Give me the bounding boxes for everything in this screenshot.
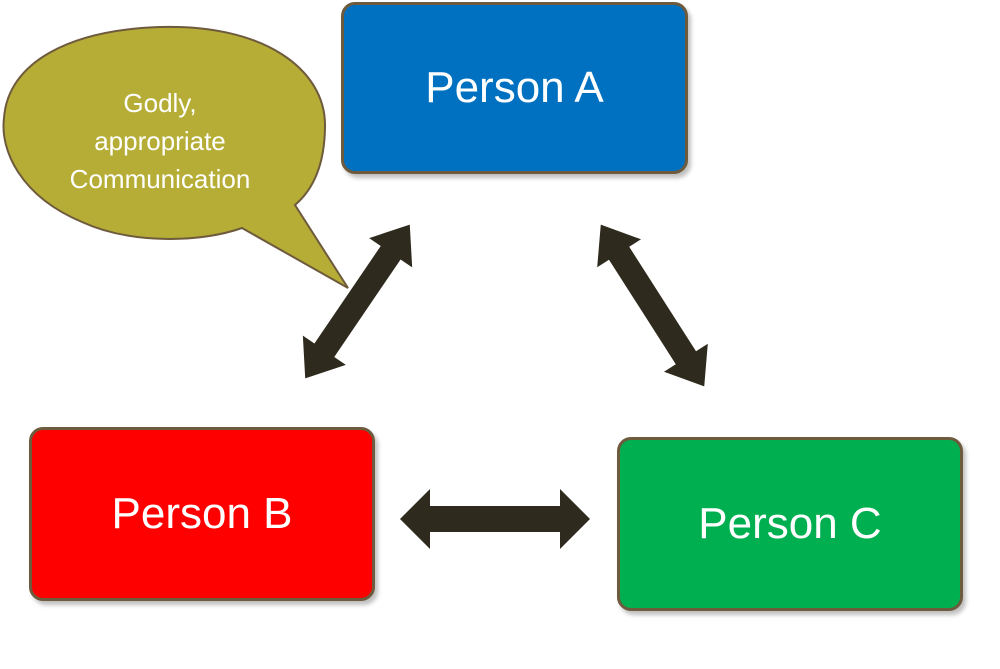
arrow-a-c xyxy=(597,224,708,387)
arrow-a-b xyxy=(302,224,413,379)
node-person-b-label: Person B xyxy=(111,489,293,538)
node-person-a: Person A xyxy=(341,2,688,174)
callout-line-1: Godly, xyxy=(123,88,197,118)
node-person-a-label: Person A xyxy=(425,63,604,112)
node-person-b: Person B xyxy=(29,427,375,601)
node-person-c-label: Person C xyxy=(698,499,882,548)
callout-line-2: appropriate xyxy=(94,126,226,156)
arrow-b-c xyxy=(400,489,590,549)
callout-text: Godly, appropriate Communication xyxy=(40,84,280,198)
node-person-c: Person C xyxy=(617,437,963,611)
speech-bubble-callout xyxy=(2,25,349,289)
callout-line-3: Communication xyxy=(69,164,251,194)
